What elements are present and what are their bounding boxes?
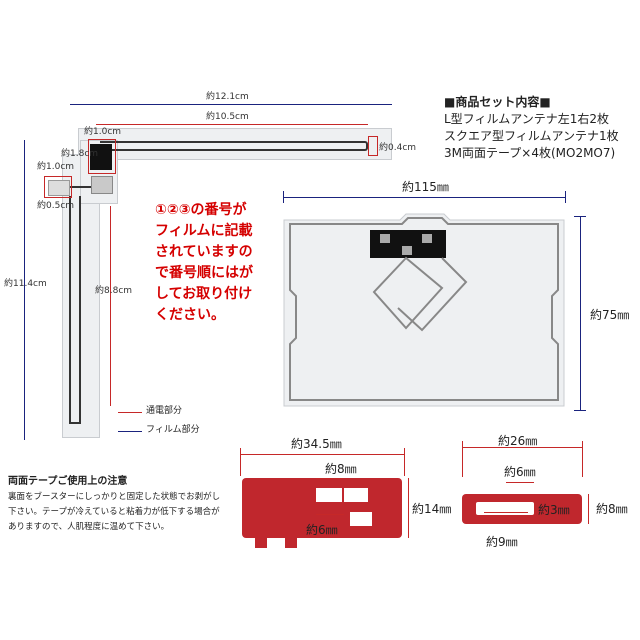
dim-9-label: 約9㎜	[486, 535, 518, 549]
legend-film-label: フィルム部分	[146, 425, 200, 435]
dim-line-11-4	[24, 140, 25, 440]
set-contents-title: ■商品セット内容■	[444, 95, 551, 109]
terminal-pad-left	[48, 180, 70, 196]
tape-large-hole-1	[316, 488, 342, 502]
dim-line-26	[462, 447, 582, 448]
legend-conductive-label: 通電部分	[146, 406, 183, 416]
legend-film-swatch	[118, 431, 142, 432]
dim-line-8-small	[588, 494, 589, 524]
dim-1-0-left-label: 約1.0cm	[37, 162, 75, 172]
tape-large-hole-3	[350, 512, 372, 526]
dim-line-12-1	[70, 104, 392, 105]
dim-tick-34-5-right	[404, 448, 405, 476]
dim-tick-34-5-left	[240, 448, 241, 476]
dim-8-label: 約8㎜	[325, 462, 357, 476]
dim-6-label: 約6㎜	[306, 523, 338, 537]
dim-line-14	[408, 478, 409, 538]
tape-notes-line: 裏面をブースターにしっかりと固定した状態でお剥がし	[8, 492, 221, 502]
l-antenna-trace-horizontal	[100, 141, 368, 151]
callout-box-2	[44, 176, 72, 198]
tape-large-tab-right	[285, 536, 297, 548]
dim-tick-75-top	[574, 216, 586, 217]
dim-34-5-label: 約34.5㎜	[291, 437, 342, 451]
l-antenna-trace-link	[69, 186, 99, 188]
dim-line-6-small	[506, 482, 534, 483]
legend-conductive-swatch	[118, 412, 142, 413]
notice-line: してお取り付け	[155, 286, 253, 302]
dim-line-8	[316, 478, 344, 479]
dim-line-10-5	[96, 124, 368, 125]
dim-0-4-label: 約0.4cm	[379, 143, 417, 153]
dim-14-label: 約14㎜	[412, 502, 452, 516]
tape-notes: 両面テープご使用上の注意 裏面をブースターにしっかりと固定した状態でお剥がし 下…	[8, 473, 220, 535]
dim-line-8-8	[110, 206, 111, 406]
l-antenna-film-horizontal	[78, 128, 392, 160]
set-contents-line: 3M両面テープ×4枚(MO2MO7)	[444, 146, 616, 160]
dim-8-8-label: 約8.8cm	[95, 286, 133, 296]
dim-26-label: 約26㎜	[498, 434, 538, 448]
dim-line-34-5	[240, 454, 404, 455]
dim-tick-26-right	[582, 441, 583, 477]
dim-115-label: 約115㎜	[402, 180, 449, 194]
dim-line-75	[580, 216, 581, 410]
dim-3-label: 約3㎜	[538, 503, 570, 517]
dim-11-4-label: 約11.4cm	[4, 279, 47, 289]
dim-1-0-top-label: 約1.0cm	[84, 127, 122, 137]
dim-tick-75-bottom	[574, 410, 586, 411]
dim-line-115	[283, 197, 565, 198]
notice-line: ①②③の番号が	[155, 202, 247, 218]
notice-line: で番号順にはが	[155, 265, 253, 281]
dim-1-8-label: 約1.8cm	[61, 149, 99, 159]
notice-line: ください。	[155, 307, 225, 323]
tape-notes-line: ありますので、人肌程度に温めて下さい。	[8, 522, 170, 532]
set-contents: ■商品セット内容■ L型フィルムアンテナ左1右2枚 スクエア型フィルムアンテナ1…	[444, 94, 619, 162]
tape-small-hole	[476, 502, 534, 515]
square-antenna-film	[283, 213, 565, 407]
notice-line: されていますの	[155, 244, 253, 260]
dim-6-small-label: 約6㎜	[504, 465, 536, 479]
set-contents-line: スクエア型フィルムアンテナ1枚	[444, 129, 619, 143]
dim-8-small-label: 約8㎜	[596, 502, 628, 516]
callout-box-1	[88, 139, 116, 174]
install-order-notice: ①②③の番号が フィルムに記載 されていますの で番号順にはが してお取り付け …	[155, 200, 253, 326]
terminal-pad-small	[91, 176, 113, 194]
dim-75-label: 約75㎜	[590, 308, 630, 322]
dim-0-5-label: 約0.5cm	[37, 201, 75, 211]
callout-box-3	[368, 136, 378, 156]
dim-10-5-label: 約10.5cm	[206, 112, 249, 122]
dim-tick-115-right	[565, 191, 566, 203]
l-antenna-trace-vertical	[69, 196, 81, 424]
tape-notes-line: 下さい。テープが冷えていると粘着力が低下する場合が	[8, 507, 220, 517]
dim-tick-115-left	[283, 191, 284, 203]
tape-large-hole-2	[344, 488, 368, 502]
dim-line-6	[316, 514, 344, 515]
tape-notes-title: 両面テープご使用上の注意	[8, 476, 128, 487]
notice-line: フィルムに記載	[155, 223, 253, 239]
dim-tick-26-left	[462, 441, 463, 477]
dim-line-9	[484, 512, 528, 513]
set-contents-line: L型フィルムアンテナ左1右2枚	[444, 112, 609, 126]
dim-12-1-label: 約12.1cm	[206, 92, 249, 102]
terminal-pad-large	[90, 144, 112, 170]
tape-large-tab-left	[255, 536, 267, 548]
